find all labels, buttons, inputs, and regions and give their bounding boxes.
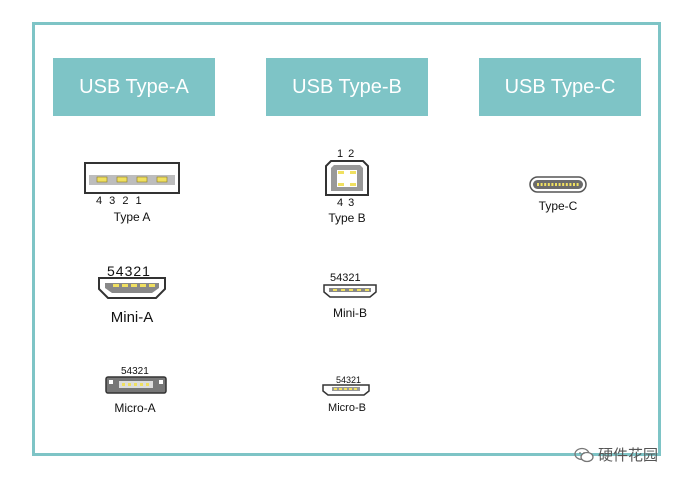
micro-b-label: Micro-B <box>328 402 366 414</box>
type-c-pin <box>576 183 579 186</box>
micro-b-pin-numbers: 54321 <box>336 375 362 385</box>
micro-a-label: Micro-A <box>114 401 156 415</box>
type-a-label: Type A <box>113 210 151 224</box>
type-b-pin-numbers-top: 1 2 <box>337 148 355 160</box>
diagram-frame <box>32 22 661 456</box>
micro-a-connector-icon <box>105 376 167 394</box>
type-a-pin-numbers: 4 3 2 1 <box>96 195 142 207</box>
type-c-pin <box>562 183 565 186</box>
wechat-icon <box>574 447 594 462</box>
type-c-pin <box>565 183 568 186</box>
type-c-pin <box>558 183 561 186</box>
type-a-connector-icon <box>84 162 180 194</box>
mini-a-pin-numbers: 54321 <box>107 263 151 279</box>
mini-a-connector-icon <box>98 277 166 299</box>
type-b-connector-icon <box>325 160 369 196</box>
mini-b-connector-icon <box>323 284 377 298</box>
watermark-text: 硬件花园 <box>598 447 659 464</box>
type-c-pin <box>573 183 575 186</box>
mini-b-pin-numbers: 54321 <box>330 272 361 284</box>
type-b-label: Type B <box>328 211 366 225</box>
type-c-pin <box>555 183 557 186</box>
header-usb-type-c: USB Type-C <box>479 58 641 116</box>
type-c-pin <box>569 183 572 186</box>
type-c-connector-icon <box>529 176 587 193</box>
micro-b-connector-icon <box>322 384 370 396</box>
mini-a-label: Mini-A <box>110 309 154 326</box>
type-c-pin <box>540 183 543 186</box>
type-c-pin <box>537 183 539 186</box>
type-c-pin <box>544 183 547 186</box>
watermark: 硬件花园 <box>574 444 658 465</box>
type-c-pin <box>551 183 554 186</box>
type-c-pin <box>547 183 550 186</box>
mini-b-label: Mini-B <box>332 306 368 320</box>
type-b-pin-numbers-bottom: 4 3 <box>337 197 355 209</box>
micro-a-pin-numbers: 54321 <box>121 366 149 377</box>
header-usb-type-b: USB Type-B <box>266 58 428 116</box>
type-c-label: Type-C <box>538 199 578 213</box>
header-usb-type-a: USB Type-A <box>53 58 215 116</box>
